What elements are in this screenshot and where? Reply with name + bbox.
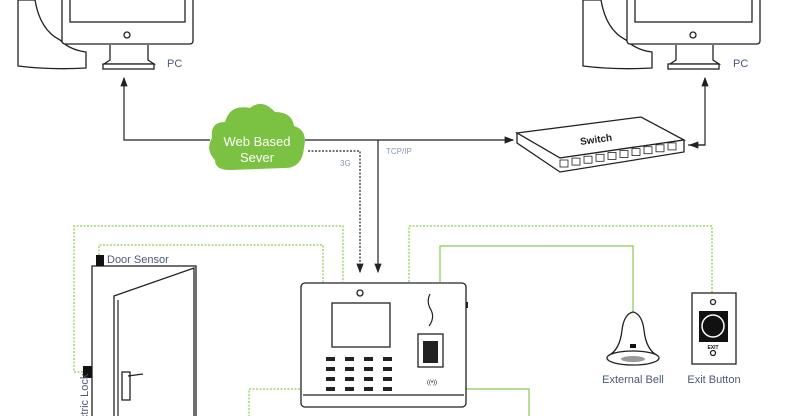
3g-line xyxy=(308,150,364,274)
pc-left: PC xyxy=(17,0,194,70)
pc-right-label: PC xyxy=(733,58,748,70)
web-server-cloud: Web Based Sever xyxy=(209,103,305,170)
switch-port xyxy=(607,151,617,160)
keypad-key xyxy=(383,367,392,371)
keypad-key xyxy=(383,387,392,391)
exit-button-wire xyxy=(408,225,713,293)
switch-port xyxy=(595,153,605,162)
3g-label: 3G xyxy=(340,159,351,168)
access-terminal: ((•)) xyxy=(300,282,468,408)
external-bell-label: External Bell xyxy=(602,374,664,386)
keypad-key xyxy=(364,387,373,391)
switch-port xyxy=(571,157,581,166)
keypad-key xyxy=(326,377,335,381)
rfid-icon: ((•)) xyxy=(427,380,437,386)
keypad-key xyxy=(345,367,354,371)
keypad-key xyxy=(364,367,373,371)
switch-port xyxy=(655,144,665,153)
keypad-key xyxy=(383,357,392,361)
electric-lock-label: Electric Lock xyxy=(79,373,91,416)
exit-button: EXIT Exit Button xyxy=(687,292,741,386)
door: Door Sensor Electric Lock xyxy=(79,254,197,416)
switch-port xyxy=(583,155,593,164)
cloud-label-line2: Sever xyxy=(240,150,275,165)
keypad-key xyxy=(345,387,354,391)
keypad-key xyxy=(383,377,392,381)
terminal-screen xyxy=(331,302,391,348)
external-bell: External Bell xyxy=(602,311,664,386)
exit-button-label: Exit Button xyxy=(687,374,740,386)
keypad-key xyxy=(345,357,354,361)
pc-right: PC xyxy=(582,0,761,70)
cloud-to-pc-line xyxy=(120,76,210,141)
keypad-key xyxy=(326,387,335,391)
keypad-key xyxy=(326,367,335,371)
door-sensor-label: Door Sensor xyxy=(107,254,169,266)
electric-lock-icon xyxy=(83,366,92,378)
keypad-key xyxy=(364,357,373,361)
switch-port xyxy=(643,146,653,155)
switch-port xyxy=(559,159,569,168)
bottom-right-wire xyxy=(466,388,530,416)
door-sensor-icon xyxy=(96,255,104,266)
tcpip-label: TCP/IP xyxy=(386,147,412,156)
exit-plate-text: EXIT xyxy=(707,345,718,351)
bell-wire xyxy=(439,245,634,312)
keypad xyxy=(326,357,392,391)
bottom-left-wire xyxy=(248,388,300,416)
keypad-key xyxy=(345,377,354,381)
cloud-label-line1: Web Based xyxy=(224,134,291,149)
switch-port xyxy=(667,142,677,151)
switch-label: Switch xyxy=(579,133,612,148)
switch-port xyxy=(631,148,641,157)
network-switch: Switch xyxy=(515,116,687,173)
door-sensor-wire xyxy=(98,244,324,282)
switch-to-pc-line xyxy=(688,76,709,146)
lock-wire xyxy=(73,225,344,373)
keypad-key xyxy=(364,377,373,381)
switch-port xyxy=(619,150,629,158)
pc-left-label: PC xyxy=(167,58,182,70)
keypad-key xyxy=(326,357,335,361)
